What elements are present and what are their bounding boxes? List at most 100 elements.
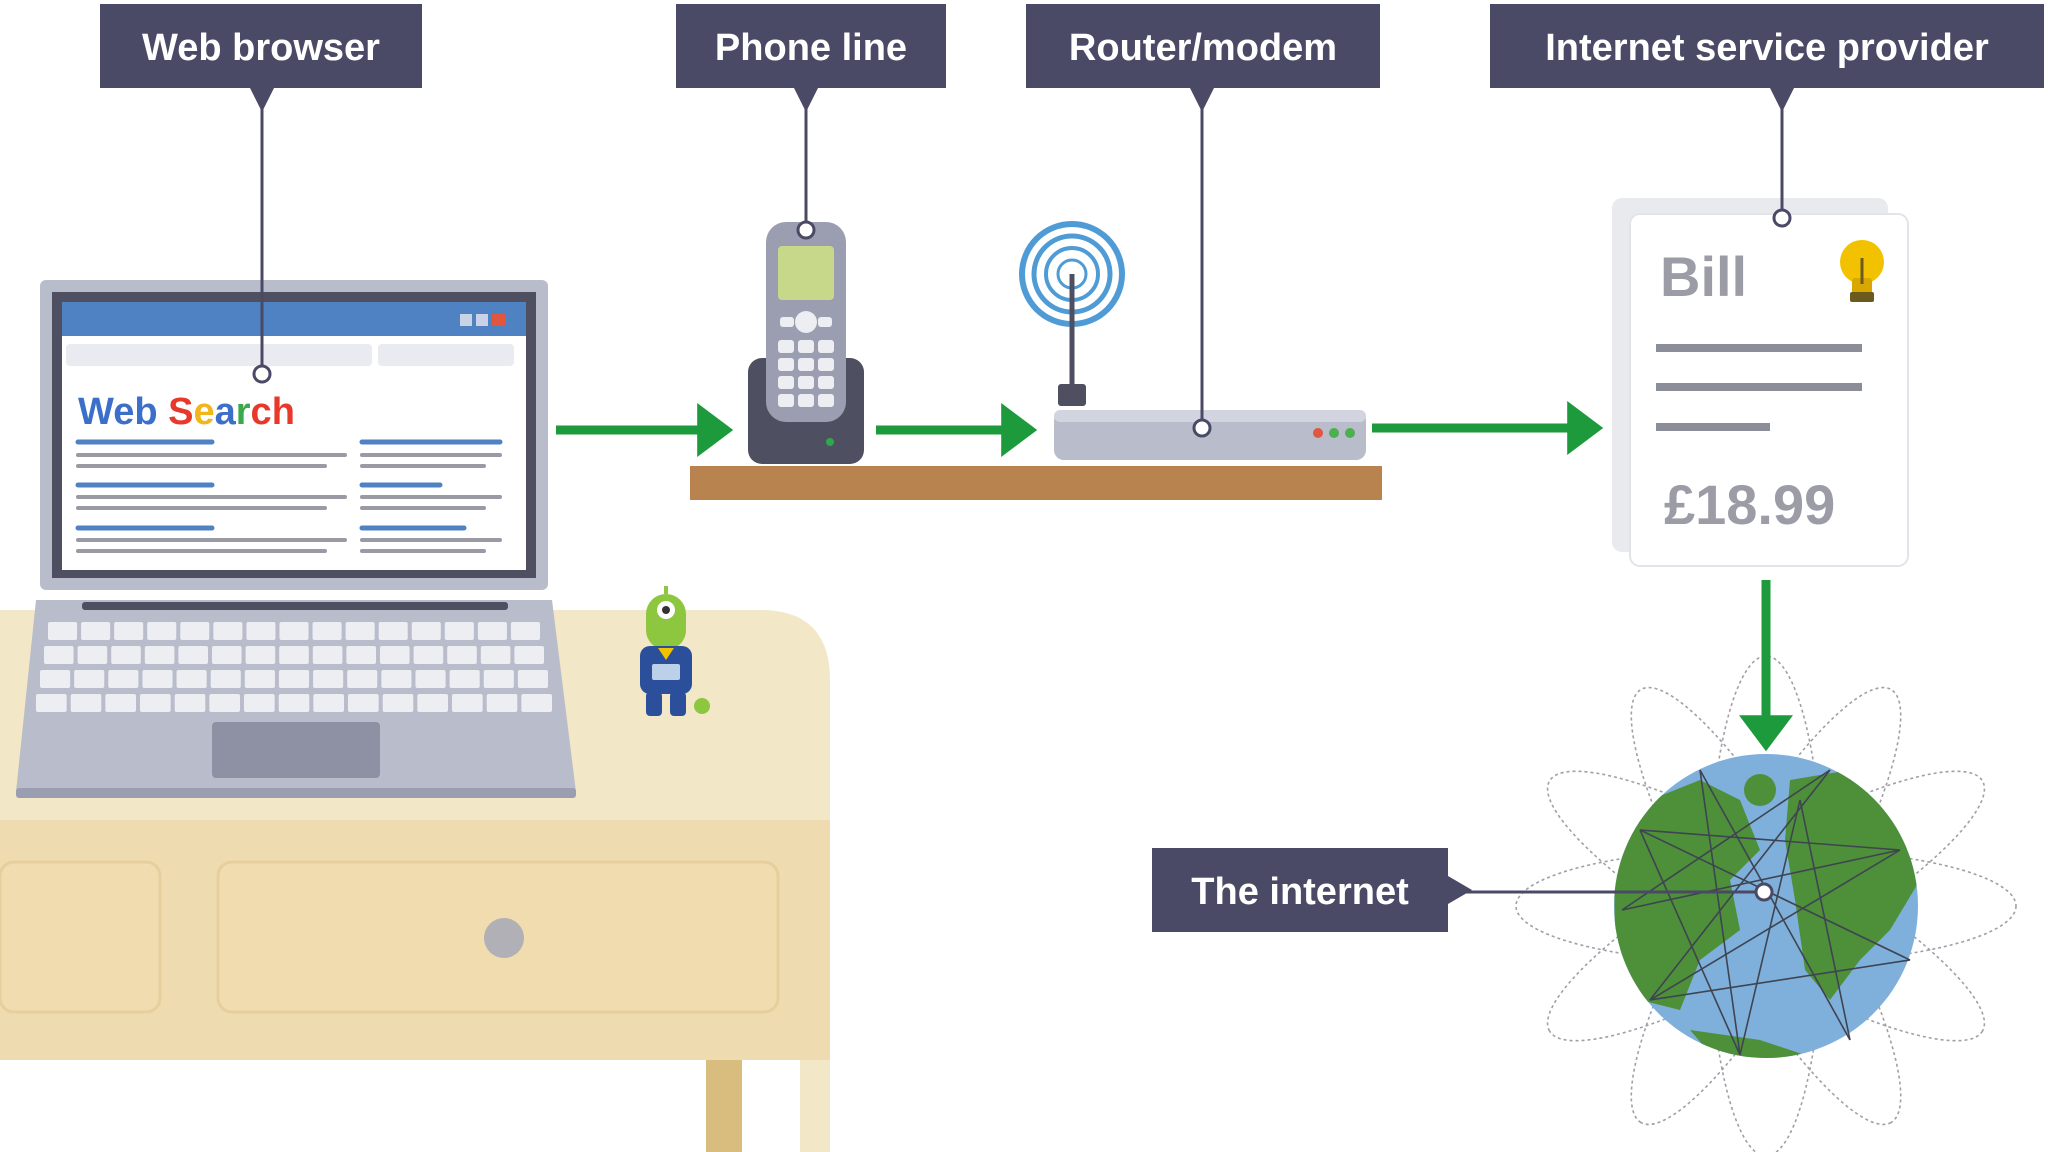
keyboard-key	[480, 646, 511, 664]
connection-line	[1639, 829, 1911, 961]
phone-key	[798, 394, 814, 407]
keyboard-key	[312, 646, 343, 664]
keyboard-key	[278, 694, 310, 712]
keyboard-key	[48, 622, 78, 640]
keyboard-key	[209, 694, 240, 712]
keyboard-key	[178, 646, 208, 664]
keyboard-key	[348, 694, 379, 712]
keyboard-key	[244, 694, 275, 712]
keyboard-key	[108, 670, 139, 688]
connection-line	[1639, 829, 1741, 1056]
phone-key	[778, 376, 794, 389]
bill-document: Bill £18.99	[1612, 198, 1909, 567]
keyboard-key	[144, 646, 175, 664]
keyboard-key	[81, 622, 111, 640]
keyboard-key	[444, 622, 474, 640]
connection-line	[1699, 769, 1741, 1056]
label-phone-line: Phone line	[676, 4, 946, 112]
keyboard-key	[74, 670, 105, 688]
keyboard-key	[246, 622, 276, 640]
connection-line	[1639, 829, 1901, 851]
keyboard-key	[147, 622, 177, 640]
phone-key	[818, 376, 834, 389]
keyboard-key	[380, 646, 410, 664]
bill-title: Bill	[1660, 245, 1747, 308]
phone-keypad	[778, 340, 834, 407]
keyboard-key	[77, 646, 108, 664]
label-router-modem: Router/modem	[1026, 4, 1380, 112]
keyboard-key	[180, 622, 210, 640]
keyboard-key	[313, 694, 344, 712]
keyboard-key	[477, 622, 507, 640]
connection-line	[1799, 799, 1851, 1041]
keyboard-key	[114, 622, 144, 640]
phone-key	[798, 376, 814, 389]
label-the-internet: The internet	[1152, 848, 1472, 932]
label-web-browser-text: Web browser	[142, 27, 380, 69]
search-results	[75, 439, 503, 553]
phone-with-base	[748, 222, 864, 464]
keyboard-key	[345, 622, 375, 640]
connection-line	[1621, 769, 1831, 911]
router	[1019, 221, 1366, 460]
phone-key	[798, 340, 814, 353]
keyboard-key	[140, 694, 171, 712]
keyboard-key	[111, 646, 141, 664]
touchpad	[212, 722, 380, 778]
globe-icon	[1515, 655, 2017, 1152]
keyboard-key	[378, 622, 408, 640]
keyboard-key	[514, 646, 544, 664]
robot-mascot	[640, 586, 710, 716]
label-phone-line-text: Phone line	[715, 27, 907, 69]
keyboard-key	[213, 622, 243, 640]
keyboard-key	[517, 670, 548, 688]
laptop: Web Search	[16, 280, 576, 798]
label-router-modem-text: Router/modem	[1069, 27, 1337, 69]
keyboard-key	[449, 670, 480, 688]
drawer-knob	[484, 918, 524, 958]
label-the-internet-text: The internet	[1191, 871, 1409, 913]
keyboard-key	[486, 694, 518, 712]
lightbulb-icon	[1840, 240, 1884, 302]
connection-line	[1621, 849, 1901, 911]
shelf	[690, 466, 1382, 500]
keyboard-key	[313, 670, 344, 688]
keyboard-key	[510, 622, 540, 640]
keyboard-key	[413, 646, 444, 664]
connection-lines	[1621, 769, 1911, 1056]
keyboard-key	[176, 670, 207, 688]
keyboard-key	[381, 670, 412, 688]
keyboard-key	[279, 646, 309, 664]
keyboard-key	[279, 622, 309, 640]
phone-key	[778, 358, 794, 371]
phone-key	[798, 358, 814, 371]
keyboard-key	[483, 670, 514, 688]
keyboard-key	[210, 670, 241, 688]
keyboard-key	[382, 694, 414, 712]
keyboard-key	[174, 694, 206, 712]
label-isp-text: Internet service provider	[1545, 27, 1989, 69]
phone-key	[818, 358, 834, 371]
keyboard-key	[312, 622, 342, 640]
connection-line	[1649, 849, 1901, 1001]
keyboard-key	[36, 694, 67, 712]
keyboard-key	[452, 694, 483, 712]
keyboard-key	[212, 646, 242, 664]
web-search-title: Web Search	[78, 391, 295, 433]
keyboard-key	[411, 622, 441, 640]
keyboard-key	[417, 694, 448, 712]
connection-line	[1649, 959, 1911, 1001]
callout-lines	[252, 96, 1792, 902]
label-isp: Internet service provider	[1490, 4, 2044, 112]
keyboard-key	[245, 646, 276, 664]
label-web-browser: Web browser	[100, 4, 422, 112]
keyboard-key	[447, 646, 477, 664]
data-flow-arrows	[556, 401, 1793, 752]
keyboard-key	[278, 670, 310, 688]
phone-key	[818, 340, 834, 353]
keyboard-key	[40, 670, 71, 688]
keyboard-key	[142, 670, 173, 688]
keyboard-key	[346, 646, 376, 664]
keyboard-key	[44, 646, 74, 664]
